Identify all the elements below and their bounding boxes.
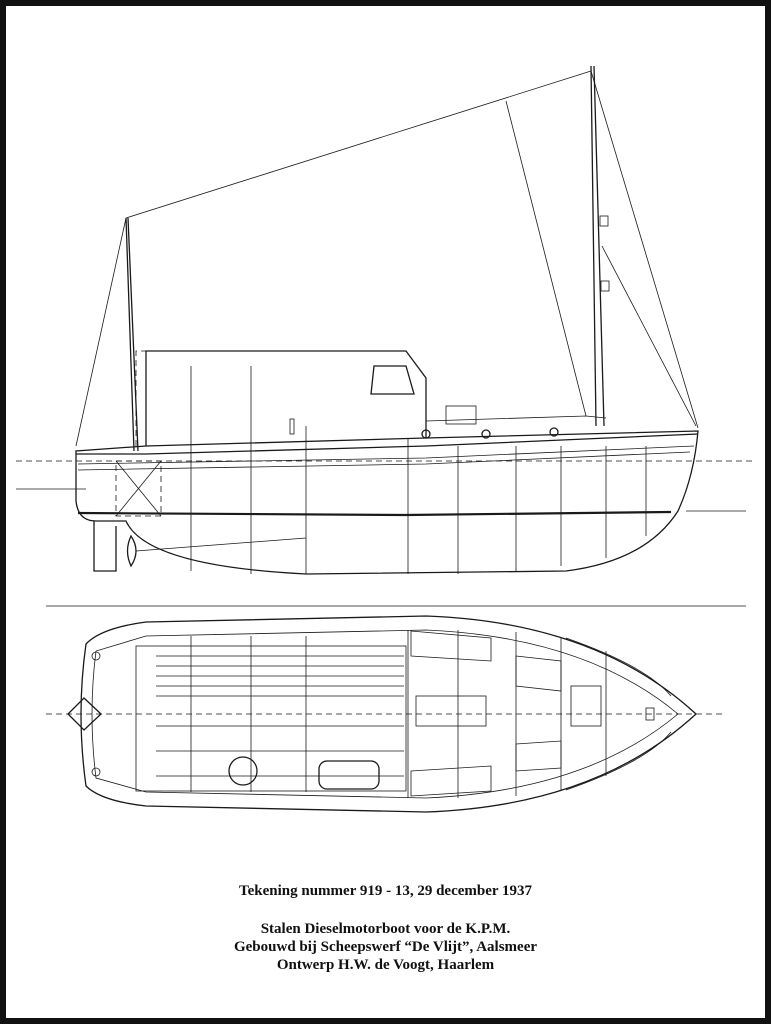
vessel-title: Stalen Dieselmotorboot voor de K.P.M. bbox=[260, 921, 511, 937]
deck-inner-line bbox=[91, 629, 679, 799]
deck-outline bbox=[80, 615, 697, 813]
locker bbox=[415, 695, 487, 727]
fore-hatch bbox=[570, 685, 602, 727]
aft-mast-2 bbox=[127, 217, 139, 452]
aft-backstay bbox=[75, 217, 127, 447]
drawing-number: Tekening nummer 919 - 13, 29 december 19… bbox=[238, 883, 533, 899]
bollard-2 bbox=[91, 767, 101, 777]
engine-block bbox=[115, 460, 162, 517]
bench-1 bbox=[410, 630, 492, 662]
designer-line: Ontwerp H.W. de Voogt, Haarlem bbox=[276, 957, 495, 973]
bench-4 bbox=[515, 740, 562, 772]
hull-outline bbox=[75, 430, 699, 575]
porthole-3 bbox=[549, 427, 559, 437]
bow-fitting bbox=[645, 707, 655, 721]
triatic-stay bbox=[125, 70, 592, 219]
mast-light-2 bbox=[600, 280, 610, 292]
deckhouse-window bbox=[370, 365, 415, 395]
fore-mast bbox=[590, 65, 597, 427]
bollard-1 bbox=[91, 651, 101, 661]
forestay bbox=[590, 70, 699, 429]
deck-plan-view bbox=[46, 605, 746, 813]
cabin-plan bbox=[135, 645, 407, 792]
oval-hatch bbox=[318, 760, 380, 790]
bow-rail-2 bbox=[565, 731, 672, 791]
sheer-line bbox=[76, 433, 699, 455]
exhaust-pipe bbox=[289, 418, 295, 435]
porthole-1 bbox=[421, 429, 431, 439]
porthole-2 bbox=[481, 429, 491, 439]
shroud-fore bbox=[601, 245, 697, 427]
side-elevation-view bbox=[16, 65, 756, 575]
propeller-shaft bbox=[135, 537, 307, 552]
deck-line bbox=[77, 445, 695, 465]
builder-line: Gebouwd bij Scheepswerf “De Vlijt”, Aals… bbox=[233, 939, 538, 955]
cabin-planking bbox=[156, 655, 404, 777]
rudder bbox=[93, 521, 117, 572]
bench-2 bbox=[410, 765, 492, 797]
aft-mast bbox=[125, 217, 135, 452]
fore-mast-2 bbox=[593, 65, 605, 427]
round-hatch bbox=[228, 756, 258, 786]
bench-3 bbox=[515, 655, 562, 692]
ship-drawing bbox=[16, 65, 756, 813]
deck-coaming bbox=[425, 415, 607, 422]
engine-cross-2 bbox=[115, 460, 162, 517]
rubbing-strake bbox=[77, 451, 691, 471]
mast-light-1 bbox=[599, 215, 609, 227]
shroud-aft bbox=[505, 100, 587, 417]
boot-top-line bbox=[77, 510, 672, 517]
stern-fitting bbox=[67, 697, 102, 731]
caption-block: Tekening nummer 919 - 13, 29 december 19… bbox=[6, 882, 765, 974]
propeller bbox=[126, 534, 137, 568]
station-lines bbox=[190, 366, 647, 574]
bow-rail-1 bbox=[565, 637, 672, 697]
deckhouse-outline bbox=[145, 350, 427, 446]
hatch-box bbox=[445, 405, 477, 425]
